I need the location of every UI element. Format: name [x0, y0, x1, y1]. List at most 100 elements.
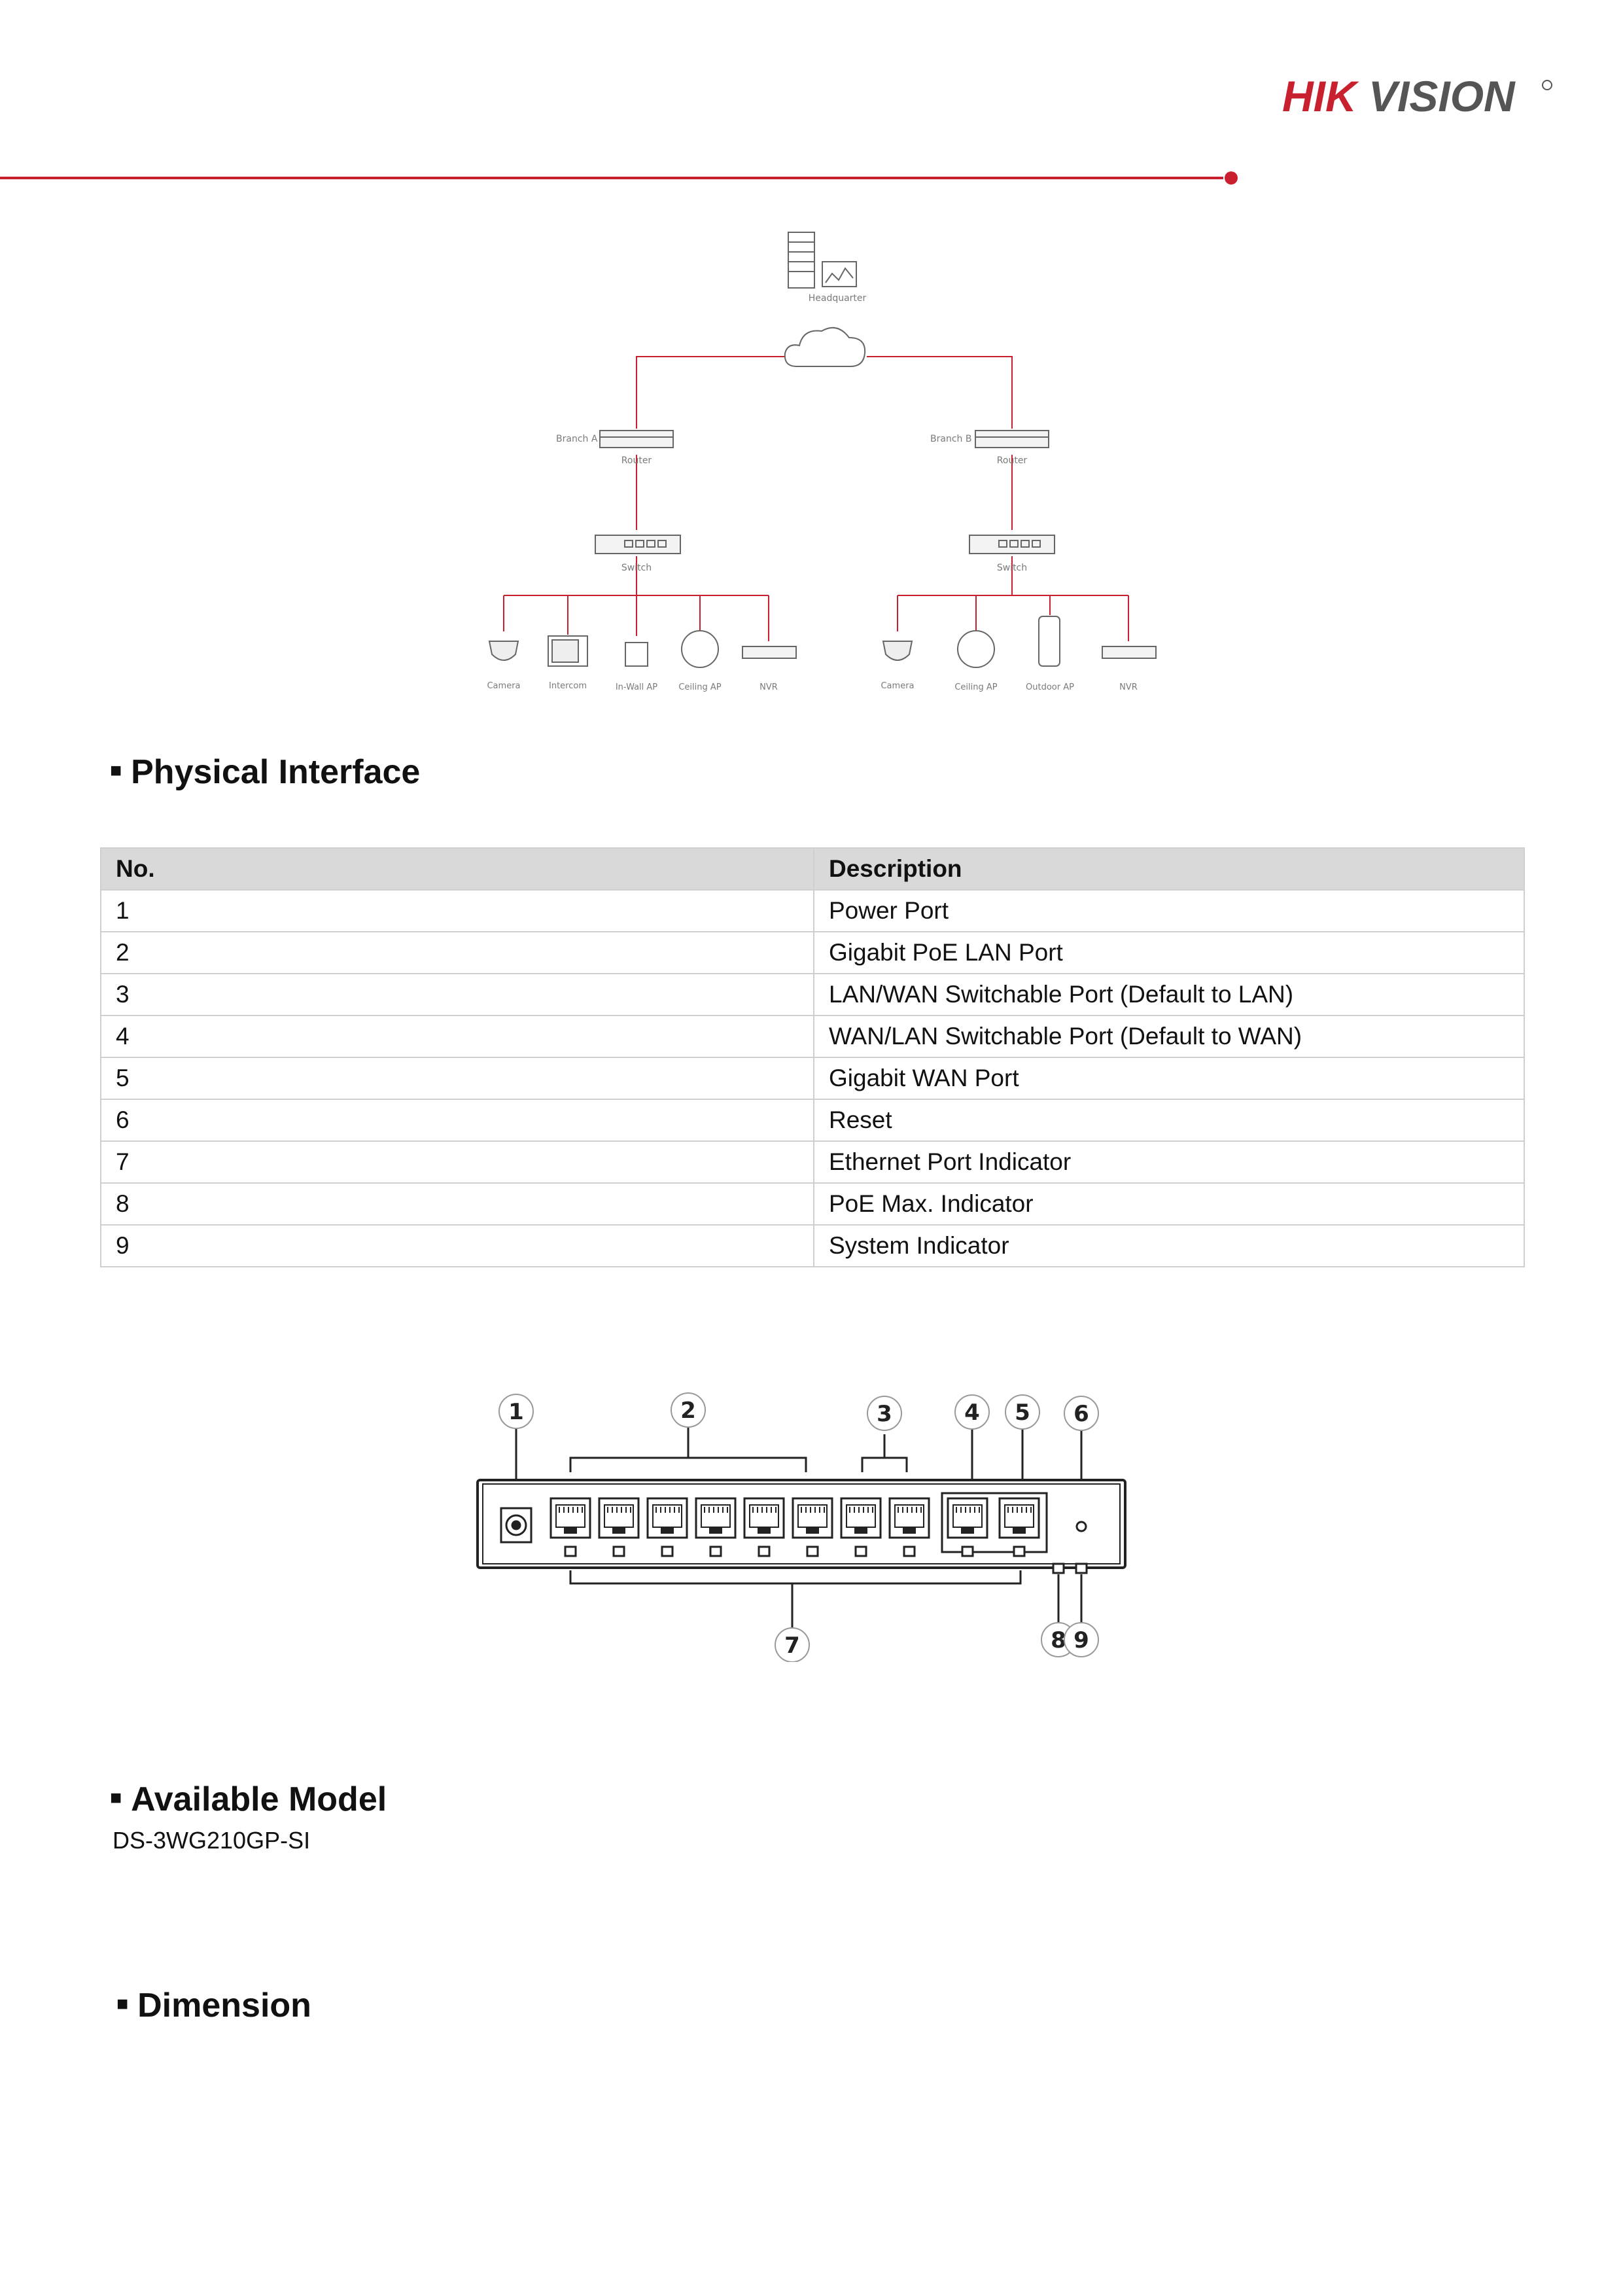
bullet-icon: ■ [110, 760, 122, 781]
svg-text:7: 7 [784, 1633, 800, 1659]
cell-description: System Indicator [813, 1224, 1525, 1267]
in-wall-ap-icon [625, 642, 648, 667]
port-led-indicator [612, 1545, 625, 1557]
svg-text:5: 5 [1015, 1400, 1030, 1426]
column-header-no: No. [100, 847, 814, 891]
rj45-port-icon [792, 1497, 833, 1539]
cell-no: 7 [100, 1140, 814, 1184]
available-model-title: Available Model [131, 1780, 387, 1818]
callout-3: 3 [867, 1396, 902, 1431]
physical-interface-title: Physical Interface [131, 753, 421, 791]
port-led-indicator [854, 1545, 867, 1557]
cell-description: Gigabit WAN Port [813, 1057, 1525, 1100]
header-rule [0, 177, 1223, 179]
rj45-port-icon [646, 1497, 688, 1539]
label-device: NVR [759, 682, 778, 692]
label-device: Camera [487, 681, 520, 691]
callout-6: 6 [1064, 1396, 1099, 1431]
network-topology-diagram: Headquarter Branch A Router Branch B Rou… [487, 232, 1157, 692]
port-led-indicator [961, 1545, 974, 1557]
switch-icon [595, 535, 681, 554]
label-device: NVR [1119, 682, 1138, 692]
logo-text-hik: HIK [1282, 72, 1359, 120]
wan-port-group-ports [947, 1497, 1040, 1557]
label-device: Ceiling AP [954, 682, 997, 692]
label-switch-a: Switch [621, 563, 652, 573]
cell-description: WAN/LAN Switchable Port (Default to WAN) [813, 1015, 1525, 1058]
cell-description: PoE Max. Indicator [813, 1182, 1525, 1226]
physical-interface-heading: ■ Physical Interface [110, 752, 420, 792]
cell-no: 6 [100, 1099, 814, 1142]
port-led-indicator [903, 1545, 916, 1557]
port-led-indicator [758, 1545, 771, 1557]
cell-no: 4 [100, 1015, 814, 1058]
cell-description: Ethernet Port Indicator [813, 1140, 1525, 1184]
cell-no: 9 [100, 1224, 814, 1267]
rj45-port-icon [550, 1497, 591, 1539]
ceiling-ap-icon [957, 630, 995, 668]
column-header-description: Description [813, 847, 1525, 891]
svg-text:1: 1 [508, 1399, 524, 1425]
port-led-indicator [709, 1545, 722, 1557]
svg-text:2: 2 [680, 1398, 696, 1424]
label-headquarter: Headquarter [809, 293, 867, 304]
svg-text:9: 9 [1073, 1627, 1089, 1653]
cell-description: Power Port [813, 889, 1525, 932]
callout-leader-lines [515, 1410, 1083, 1636]
svg-text:8: 8 [1051, 1627, 1066, 1653]
headquarter-icon [788, 232, 857, 289]
power-port-icon [500, 1507, 532, 1544]
system-indicator-icon [1075, 1563, 1088, 1574]
cell-description: Gigabit PoE LAN Port [813, 931, 1525, 974]
label-branch-b: Branch B [930, 434, 971, 444]
cell-no: 8 [100, 1182, 814, 1226]
port-led-indicator [661, 1545, 674, 1557]
label-router-a: Router [621, 455, 652, 466]
cell-description: LAN/WAN Switchable Port (Default to LAN) [813, 973, 1525, 1016]
camera-icon [882, 641, 913, 661]
header-rule-dot [1225, 171, 1238, 185]
hikvision-logo: HIK VISION [1282, 72, 1552, 120]
router-icon [599, 430, 674, 448]
callout-7: 7 [775, 1627, 810, 1662]
outdoor-ap-icon [1038, 616, 1060, 667]
svg-text:4: 4 [964, 1400, 980, 1426]
router-icon [975, 430, 1049, 448]
rj45-port-icon [840, 1497, 882, 1539]
camera-icon [488, 641, 519, 661]
rj45-port-icon [888, 1497, 930, 1539]
label-device: Camera [881, 681, 914, 691]
callout-2: 2 [671, 1392, 706, 1428]
chassis-inner-frame [482, 1483, 1121, 1564]
port-led-indicator [564, 1545, 577, 1557]
label-device: Intercom [549, 681, 587, 691]
bullet-icon: ■ [110, 1787, 122, 1809]
bullet-icon: ■ [116, 1993, 129, 2015]
dimension-title: Dimension [137, 1987, 311, 2024]
rj45-port-icon [743, 1497, 785, 1539]
rj45-port-icon [947, 1497, 988, 1539]
nvr-icon [742, 646, 797, 659]
topology-links [503, 356, 1129, 641]
registered-mark [1542, 80, 1552, 90]
label-branch-a: Branch A [556, 434, 598, 444]
model-number: DS-3WG210GP-SI [113, 1827, 311, 1854]
ceiling-ap-icon [681, 630, 719, 668]
rj45-port-icon [998, 1497, 1040, 1539]
cell-no: 2 [100, 931, 814, 974]
cell-no: 3 [100, 973, 814, 1016]
svg-text:3: 3 [877, 1401, 892, 1427]
svg-text:6: 6 [1073, 1401, 1089, 1427]
cell-description: Reset [813, 1099, 1525, 1142]
switch-icon [969, 535, 1055, 554]
intercom-icon [548, 635, 588, 667]
